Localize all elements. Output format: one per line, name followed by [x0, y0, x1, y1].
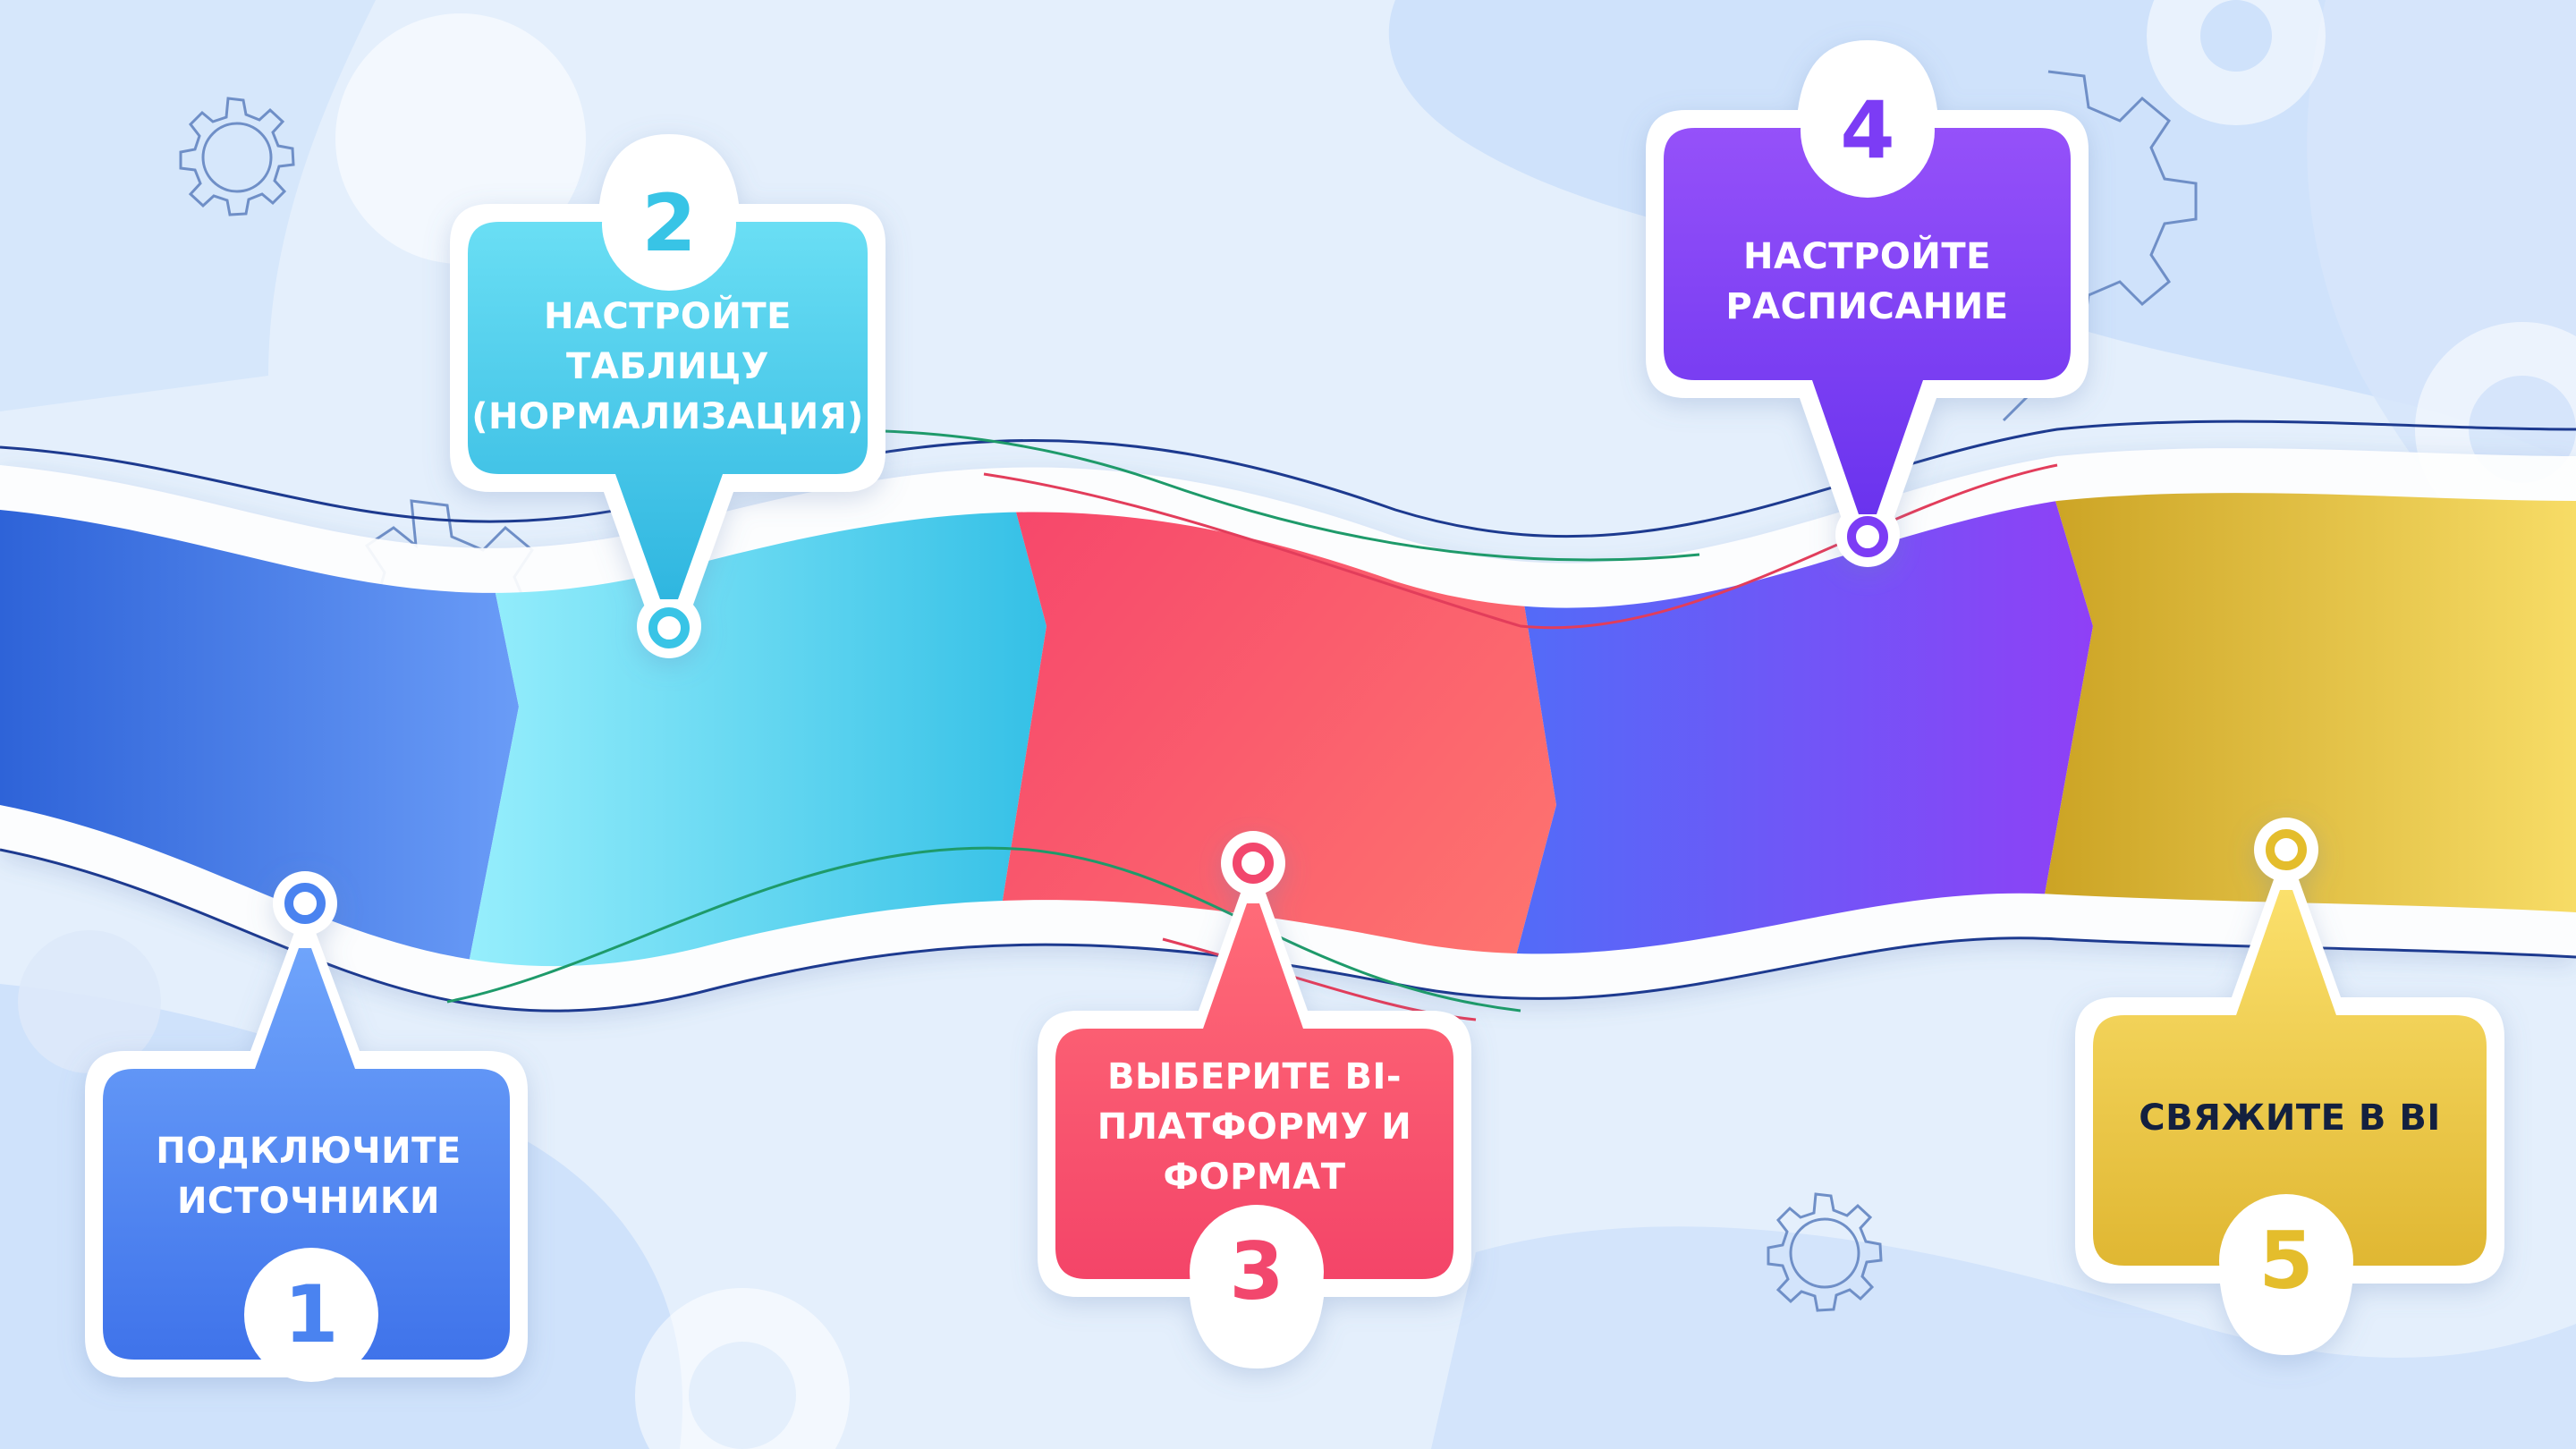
step-card-4-pin [1847, 516, 1888, 557]
step-3-line-3: ФОРМАТ [1163, 1157, 1346, 1198]
step-card-2-body [468, 170, 868, 599]
step-2-line-3: (НОРМАЛИЗАЦИЯ) [471, 396, 864, 437]
step-card-3-pin [1233, 843, 1274, 884]
step-3-text: ВЫБЕРИТЕ BI- ПЛАТФОРМУ И ФОРМАТ [1055, 1046, 1453, 1208]
step-number-5: 5 [2258, 1215, 2314, 1307]
step-5-text: СВЯЖИТЕ В BI [2093, 1073, 2487, 1163]
step-card-5-pin [2266, 829, 2307, 870]
step-badge-3 [1190, 1205, 1324, 1339]
step-1-text: ПОДКЛЮЧИТЕ ИСТОЧНИКИ [112, 1109, 505, 1243]
step-badge-5 [2219, 1194, 2353, 1328]
step-card-2-pin [648, 607, 690, 648]
step-number-3: 3 [1229, 1225, 1284, 1318]
step-badge-4 [1801, 64, 1935, 198]
step-2-text: НАСТРОЙТЕ ТАБЛИЦУ (НОРМАЛИЗАЦИЯ) [468, 286, 868, 447]
step-number-4: 4 [1840, 84, 1895, 176]
step-badge-1 [244, 1248, 378, 1382]
step-card-1-pin [284, 883, 326, 924]
step-card-5-body [2093, 890, 2487, 1319]
step-4-line-1: НАСТРОЙТЕ [1743, 236, 1991, 277]
step-1-line-1: ПОДКЛЮЧИТЕ [156, 1131, 462, 1172]
step-card-3-body [1055, 903, 1453, 1333]
step-4-line-2: РАСПИСАНИЕ [1725, 286, 2009, 327]
step-card-4-body [1664, 76, 2071, 514]
step-2-line-1: НАСТРОЙТЕ [544, 296, 792, 337]
step-3-line-2: ПЛАТФОРМУ И [1097, 1106, 1412, 1148]
ribbon-segment-5 [2012, 493, 2576, 967]
step-badge-2 [602, 157, 736, 291]
step-card-1-body [103, 948, 510, 1360]
step-3-line-1: ВЫБЕРИТЕ BI- [1106, 1056, 1402, 1097]
step-number-1: 1 [284, 1268, 339, 1360]
step-1-line-2: ИСТОЧНИКИ [176, 1181, 441, 1222]
step-number-2: 2 [641, 177, 697, 269]
gear-icon [1767, 1192, 1883, 1312]
gear-icon [179, 97, 295, 216]
step-5-line-1: СВЯЖИТЕ В BI [2139, 1097, 2441, 1139]
gear-icon [18, 930, 161, 1073]
gear-icon [335, 13, 586, 264]
step-2-line-2: ТАБЛИЦУ [566, 346, 769, 387]
step-4-text: НАСТРОЙТЕ РАСПИСАНИЕ [1664, 228, 2071, 335]
